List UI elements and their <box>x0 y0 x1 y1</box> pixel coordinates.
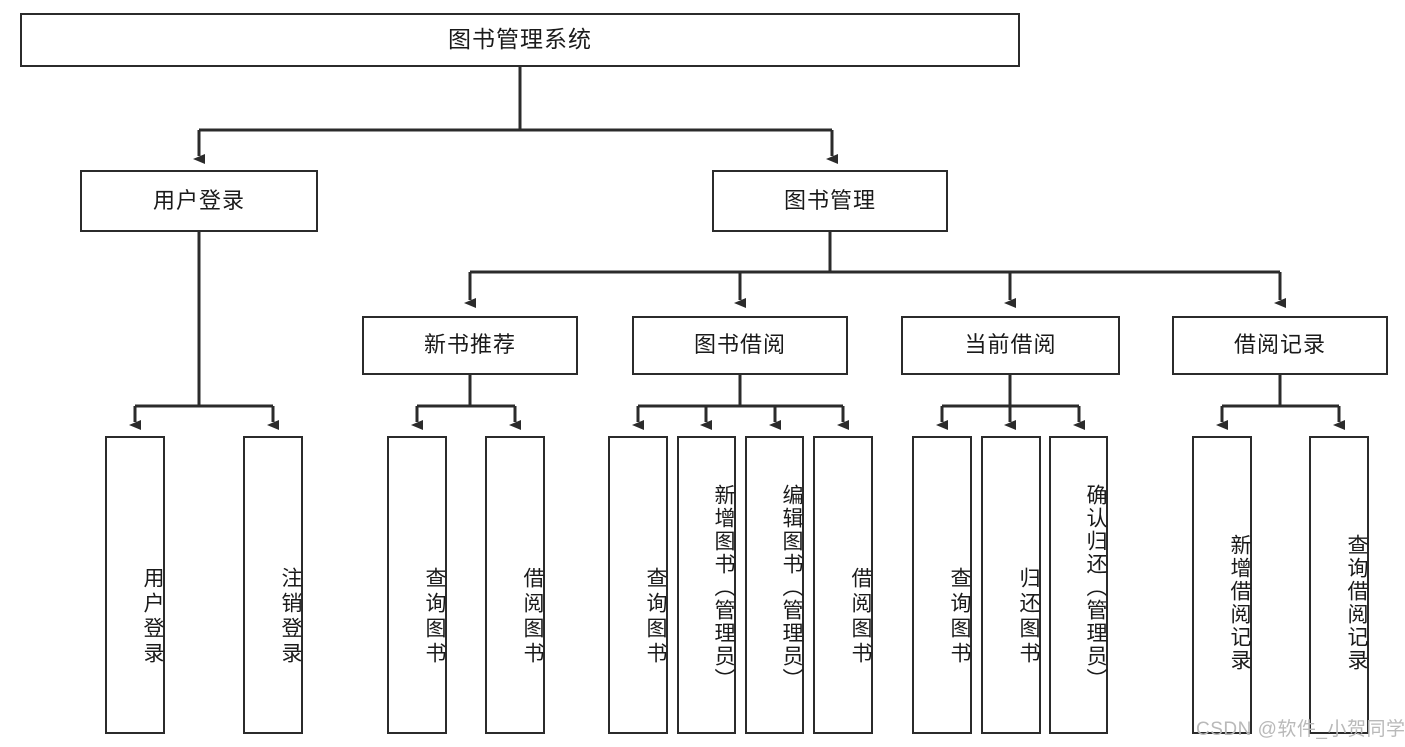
leaf-current-query-book[interactable]: 查询图书 <box>912 436 972 734</box>
node-label: 查询图书 <box>423 567 446 667</box>
node-label: 归还图书 <box>1017 567 1040 667</box>
node-label: 确认归还（管理员） <box>1084 483 1107 691</box>
leaf-records-add-record[interactable]: 新增借阅记录 <box>1192 436 1252 734</box>
node-label: 借阅图书 <box>849 567 872 667</box>
node-book-management[interactable]: 图书管理 <box>712 170 948 232</box>
node-label: 新增图书（管理员） <box>712 483 735 691</box>
node-label: 用户登录 <box>141 567 164 667</box>
leaf-recommend-borrow-book[interactable]: 借阅图书 <box>485 436 545 734</box>
node-label: 查询借阅记录 <box>1345 534 1368 672</box>
node-label: 查询图书 <box>644 567 667 667</box>
node-book-borrow[interactable]: 图书借阅 <box>632 316 848 375</box>
node-user-login[interactable]: 用户登录 <box>80 170 318 232</box>
node-label: 图书管理系统 <box>448 26 592 53</box>
node-label: 查询图书 <box>948 567 971 667</box>
node-label: 图书管理 <box>783 187 876 213</box>
leaf-current-confirm-return-admin[interactable]: 确认归还（管理员） <box>1049 436 1108 734</box>
node-current-borrow[interactable]: 当前借阅 <box>901 316 1120 375</box>
node-label: 当前借阅 <box>964 332 1057 358</box>
node-label: 新书推荐 <box>423 332 516 358</box>
leaf-recommend-query-book[interactable]: 查询图书 <box>387 436 447 734</box>
leaf-borrow-add-book-admin[interactable]: 新增图书（管理员） <box>677 436 736 734</box>
node-label: 注销登录 <box>279 567 302 667</box>
node-label: 图书借阅 <box>693 332 786 358</box>
leaf-borrow-edit-book-admin[interactable]: 编辑图书（管理员） <box>745 436 804 734</box>
leaf-user-login-signout[interactable]: 注销登录 <box>243 436 303 734</box>
csdn-watermark: CSDN @软件_小贺同学 <box>1196 719 1405 740</box>
leaf-user-login-signin[interactable]: 用户登录 <box>105 436 165 734</box>
leaf-borrow-query-book[interactable]: 查询图书 <box>608 436 668 734</box>
node-new-book-recommend[interactable]: 新书推荐 <box>362 316 578 375</box>
node-label: 编辑图书（管理员） <box>780 483 803 691</box>
node-label: 新增借阅记录 <box>1228 534 1251 672</box>
node-borrow-records[interactable]: 借阅记录 <box>1172 316 1388 375</box>
node-label: 借阅图书 <box>521 567 544 667</box>
node-root-library-system[interactable]: 图书管理系统 <box>20 13 1020 67</box>
leaf-current-return-book[interactable]: 归还图书 <box>981 436 1041 734</box>
node-label: 借阅记录 <box>1233 332 1326 358</box>
node-label: 用户登录 <box>152 187 245 213</box>
leaf-borrow-borrow-book[interactable]: 借阅图书 <box>813 436 873 734</box>
leaf-records-query-record[interactable]: 查询借阅记录 <box>1309 436 1369 734</box>
